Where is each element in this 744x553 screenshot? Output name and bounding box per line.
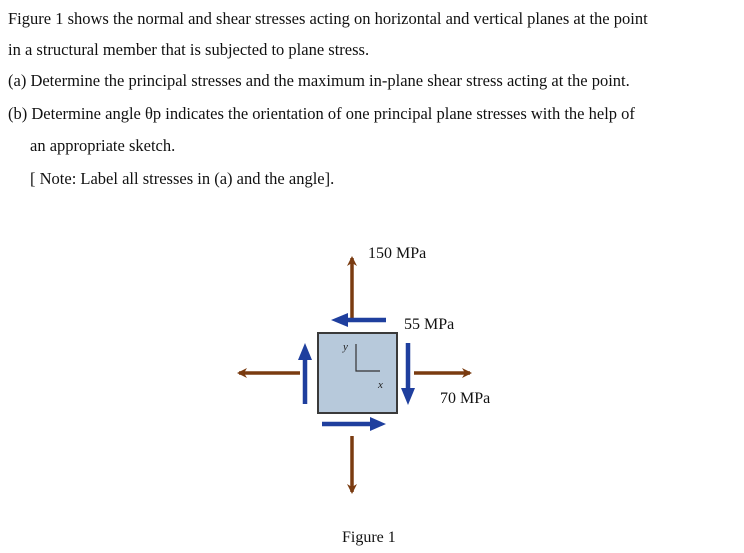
- shear-arrow-bottom: [322, 417, 386, 431]
- stress-element: [317, 332, 398, 414]
- shear-arrow-right: [401, 343, 415, 405]
- problem-line-1: Figure 1 shows the normal and shear stre…: [8, 9, 648, 28]
- shear-arrow-top: [331, 313, 386, 327]
- problem-note: [ Note: Label all stresses in (a) and th…: [30, 169, 335, 188]
- problem-part-b-line-2: an appropriate sketch.: [30, 136, 176, 155]
- horizontal-stress-label: 70 MPa: [440, 390, 490, 407]
- problem-part-a: (a) Determine the principal stresses and…: [8, 71, 630, 90]
- problem-part-b-line-1: (b) Determine angle θp indicates the ori…: [8, 104, 635, 123]
- element-axes: [355, 344, 380, 372]
- axis-y-label: y: [342, 341, 348, 353]
- vertical-stress-label: 150 MPa: [368, 245, 426, 262]
- figure-caption: Figure 1: [342, 529, 396, 546]
- shear-stress-label: 55 MPa: [404, 316, 454, 333]
- axis-x-label: x: [377, 379, 383, 391]
- problem-line-2: in a structural member that is subjected…: [8, 40, 370, 59]
- shear-arrow-left: [298, 343, 312, 404]
